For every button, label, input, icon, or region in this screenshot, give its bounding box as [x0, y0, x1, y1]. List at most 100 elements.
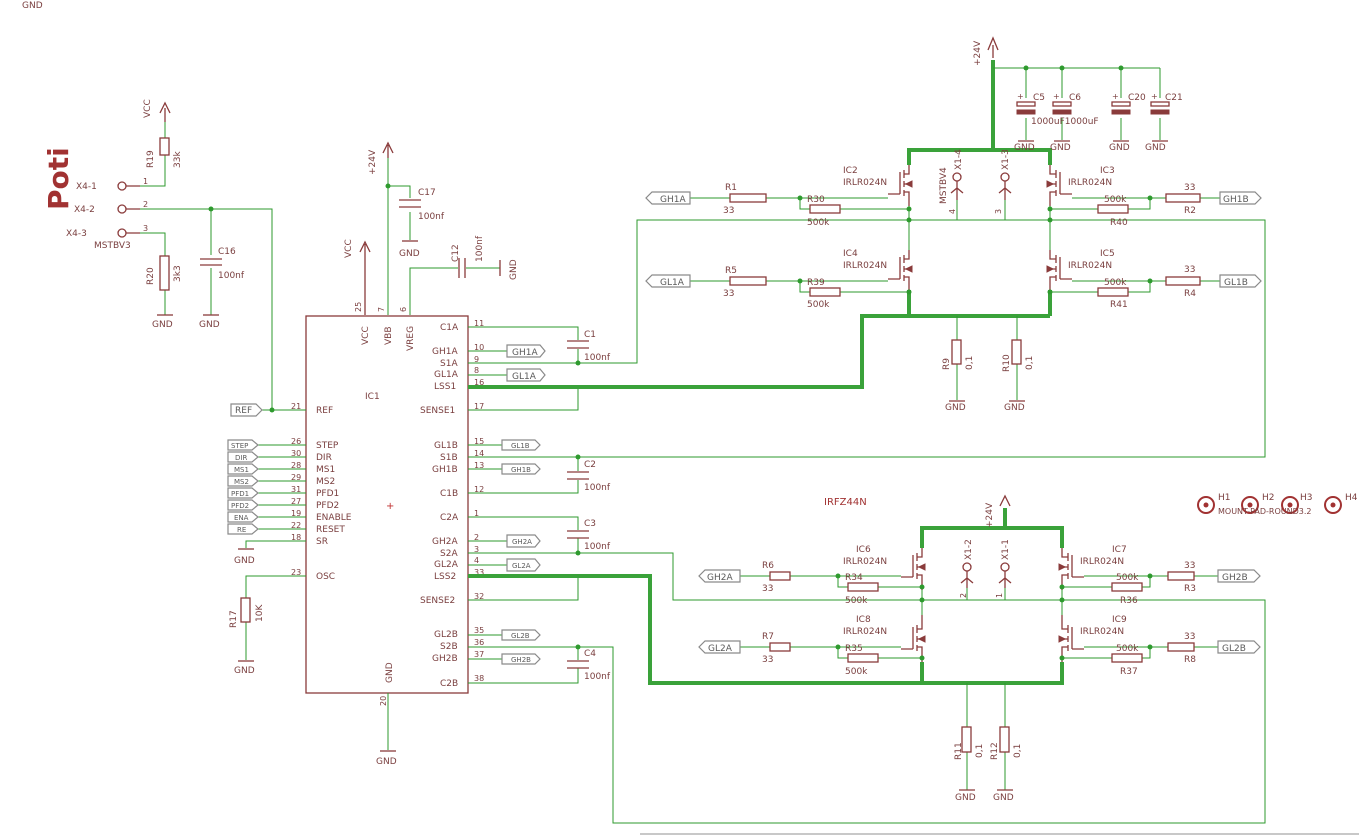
r8-resistor[interactable] — [1167, 642, 1195, 652]
mount-hole-h3-center — [1287, 502, 1293, 508]
net-flag-gh1b-in[interactable] — [1219, 191, 1262, 205]
net-flag-gl2a-in[interactable] — [698, 640, 741, 654]
r5-name: R5 — [725, 266, 737, 276]
r34-resistor[interactable] — [847, 582, 879, 592]
mosfet-ic5[interactable]: IC5 IRLR024N — [1046, 249, 1115, 290]
plus-icon: + — [1017, 92, 1024, 101]
c17-capacitor[interactable] — [399, 199, 421, 208]
r40-resistor[interactable] — [1097, 204, 1129, 214]
net-flag-gh1a-in[interactable] — [645, 191, 691, 205]
net-flag-gl2b-in[interactable] — [1217, 640, 1261, 654]
c20-capacitor[interactable] — [1111, 101, 1131, 107]
net-flag-gl1b[interactable] — [501, 439, 541, 451]
net-flag-gh2b-in[interactable] — [1217, 569, 1261, 583]
r3-resistor[interactable] — [1167, 571, 1195, 581]
r30-resistor[interactable] — [809, 204, 841, 214]
r11-value: 0,1 — [975, 744, 985, 758]
c2-capacitor[interactable] — [567, 471, 589, 480]
net-flag-re[interactable] — [227, 523, 259, 535]
r35-resistor[interactable] — [847, 653, 879, 663]
ic1-pin-enable: ENABLE — [316, 513, 352, 523]
net-flag-step[interactable] — [227, 439, 259, 451]
r4-resistor[interactable] — [1165, 276, 1201, 286]
mosfet-ic9[interactable]: IC9 IRLR024N — [1058, 615, 1127, 662]
net-flag-ena[interactable] — [227, 511, 259, 523]
junction — [1118, 65, 1124, 71]
r37-resistor[interactable] — [1111, 653, 1143, 663]
r9-name: R9 — [942, 358, 952, 370]
ic1-pin-num: 22 — [291, 521, 301, 530]
r1-resistor[interactable] — [729, 193, 767, 203]
net-flag-gh1a[interactable] — [506, 344, 546, 358]
r7-value: 33 — [762, 655, 773, 665]
ic1-pin-pfd1: PFD1 — [316, 489, 339, 499]
net-flag-pfd2[interactable] — [227, 499, 259, 511]
h3-name: H3 — [1300, 493, 1313, 503]
c5-capacitor[interactable] — [1016, 101, 1036, 107]
r20-resistor[interactable] — [159, 255, 170, 291]
mosfet-ic8[interactable]: IC8 IRLR024N — [843, 615, 926, 662]
net-flag-gl1a-in[interactable] — [645, 274, 691, 288]
c21-capacitor[interactable] — [1150, 101, 1170, 107]
ic1-pin-num: 12 — [474, 485, 484, 494]
ic1-pin-num: 36 — [474, 638, 484, 647]
mosfet-ic4[interactable]: IC4 IRLR024N — [843, 249, 913, 290]
net-flag-gh2b[interactable] — [501, 653, 541, 665]
motor-connector-upper[interactable]: X1-4 X1-3 MSTBV4 4 3 — [939, 149, 1012, 214]
mosfet-ic2[interactable]: IC2 IRLR024N — [843, 165, 913, 206]
c12-capacitor[interactable] — [458, 258, 466, 278]
mount-hole-h1-icon[interactable] — [1197, 496, 1215, 514]
r5-resistor[interactable] — [729, 276, 767, 286]
mosfet-ic6[interactable]: IC6 IRLR024N — [843, 545, 926, 590]
c2-value: 100nf — [584, 483, 611, 493]
net-flag-gh2a[interactable] — [506, 534, 541, 548]
r12-resistor[interactable] — [999, 726, 1010, 753]
r17-resistor[interactable] — [240, 597, 251, 623]
net-flag-ms2[interactable] — [227, 475, 259, 487]
ic3-type: IRLR024N — [1068, 178, 1112, 188]
gnd-label: GND — [1050, 143, 1071, 153]
r11-resistor[interactable] — [961, 726, 972, 753]
r39-resistor[interactable] — [809, 287, 841, 297]
r2-resistor[interactable] — [1165, 193, 1201, 203]
net-flag-gl2a[interactable] — [506, 558, 541, 572]
net-flag-ref[interactable] — [230, 403, 263, 417]
c16-capacitor[interactable] — [200, 258, 222, 266]
left-pin-wires — [245, 409, 306, 660]
mount-hole-h3-icon[interactable] — [1281, 496, 1299, 514]
net-flag-gh2a-in[interactable] — [698, 569, 741, 583]
r6-resistor[interactable] — [769, 571, 791, 581]
mosfet-body — [901, 615, 923, 662]
mosfet-ic3[interactable]: IC3 IRLR024N — [1046, 165, 1115, 206]
junction — [1059, 597, 1065, 603]
mount-hole-h4-icon[interactable] — [1324, 496, 1342, 514]
r7-resistor[interactable] — [769, 642, 791, 652]
r9-resistor[interactable] — [951, 339, 962, 365]
poti-connector[interactable]: X4-1 X4-2 X4-3 MSTBV3 1 2 3 — [66, 177, 148, 251]
upper-bridge-wires — [690, 197, 1220, 400]
c3-capacitor[interactable] — [567, 530, 589, 539]
mosfet-ic7[interactable]: IC7 IRLR024N — [1058, 545, 1127, 590]
c4-capacitor[interactable] — [567, 660, 589, 669]
net-flag-gl2b[interactable] — [501, 629, 541, 641]
c1-capacitor[interactable] — [567, 340, 589, 349]
r10-resistor[interactable] — [1011, 339, 1022, 365]
net-flag-ms1[interactable] — [227, 463, 259, 475]
net-flag-gl1a[interactable] — [506, 368, 546, 382]
c6-capacitor[interactable] — [1052, 101, 1072, 107]
mosfet-body — [1061, 548, 1084, 590]
net-flag-gl2b-in-text: GL2B — [1222, 644, 1246, 654]
r41-resistor[interactable] — [1097, 287, 1129, 297]
plus24v-arrow-icon — [382, 141, 394, 158]
net-flag-pfd1[interactable] — [227, 487, 259, 499]
net-flag-gl1b-in[interactable] — [1219, 274, 1262, 288]
mount-hole-h2-icon[interactable] — [1241, 496, 1259, 514]
r36-resistor[interactable] — [1111, 582, 1143, 592]
net-flag-dir[interactable] — [227, 451, 259, 463]
net-flag-gh1b[interactable] — [501, 463, 541, 475]
gnd-label: GND — [1014, 143, 1035, 153]
r19-resistor[interactable] — [159, 137, 170, 156]
ic1-pin-num: 28 — [291, 461, 301, 470]
motor-connector-lower[interactable]: X1-2 X1-1 2 1 — [959, 539, 1012, 598]
